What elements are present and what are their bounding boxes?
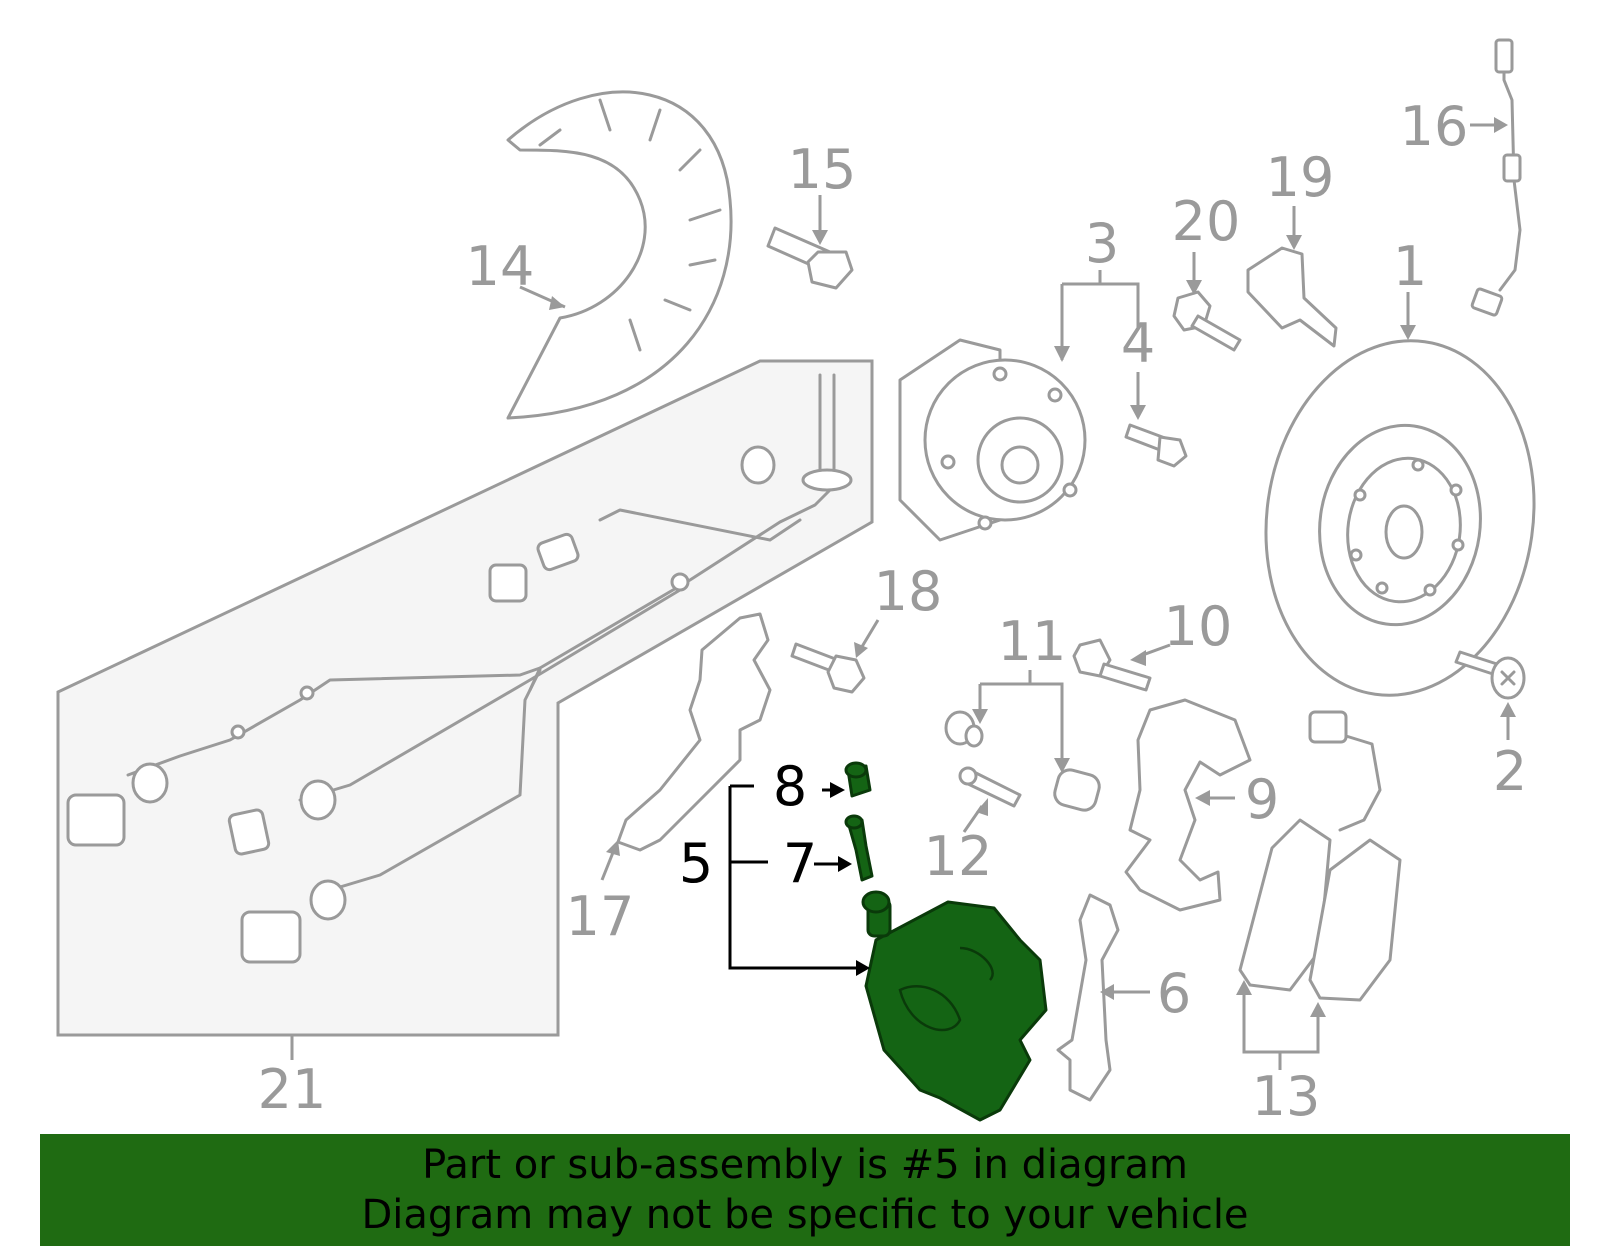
part-3-hub-bearing: 3 xyxy=(898,212,1140,542)
part-5-brake-caliper xyxy=(861,890,1048,1122)
callout-15: 15 xyxy=(788,138,857,201)
part-18-bolt: 18 xyxy=(790,560,943,694)
callout-7: 7 xyxy=(783,832,817,895)
part-2-screw: 2 xyxy=(1454,650,1527,803)
part-12-guide-pin: 12 xyxy=(924,766,1022,888)
notice-banner: Part or sub-assembly is #5 in diagram Di… xyxy=(40,1134,1570,1246)
part-21-wear-sensor-harness: 21 xyxy=(56,359,874,1121)
part-1-brake-rotor: 1 xyxy=(1264,235,1536,697)
part-17-bracket: 17 xyxy=(566,612,772,948)
callout-6: 6 xyxy=(1157,962,1191,1025)
callout-19: 19 xyxy=(1266,146,1335,209)
callout-5-leader: 5 8 7 xyxy=(679,755,870,976)
callout-2: 2 xyxy=(1493,740,1527,803)
banner-line-2: Diagram may not be specific to your vehi… xyxy=(361,1192,1249,1238)
callout-13: 13 xyxy=(1252,1065,1321,1128)
part-14-splash-shield: 14 xyxy=(466,90,733,420)
part-9-caliper-bracket: 9 xyxy=(1124,698,1279,912)
callout-20: 20 xyxy=(1172,190,1241,253)
callout-18: 18 xyxy=(874,560,943,623)
callout-8: 8 xyxy=(773,755,807,818)
callout-9: 9 xyxy=(1245,768,1279,831)
callout-10: 10 xyxy=(1164,595,1233,658)
part-20-bolt: 20 xyxy=(1172,190,1242,352)
part-13-brake-pads: 13 xyxy=(1236,710,1402,1128)
part-16-brake-hose: 16 xyxy=(1400,38,1522,317)
callout-14: 14 xyxy=(466,235,535,298)
callout-12: 12 xyxy=(924,825,993,888)
part-11-guide-pin-kit: 11 xyxy=(944,610,1101,812)
part-19-bracket: 19 xyxy=(1246,146,1338,348)
part-15-bolt: 15 xyxy=(766,138,857,290)
part-8-bleeder-cap xyxy=(844,761,872,798)
part-10-bolt: 10 xyxy=(1072,595,1233,692)
callout-3: 3 xyxy=(1085,212,1119,275)
callout-1: 1 xyxy=(1393,235,1427,298)
callout-11: 11 xyxy=(998,610,1067,673)
callout-5: 5 xyxy=(679,832,713,895)
banner-line-1: Part or sub-assembly is #5 in diagram xyxy=(422,1142,1188,1188)
callout-4: 4 xyxy=(1121,312,1155,375)
callout-17: 17 xyxy=(566,885,635,948)
part-7-bleeder-screw xyxy=(844,814,874,882)
part-6-anti-rattle-clip: 6 xyxy=(1056,893,1191,1102)
part-4-bolt: 4 xyxy=(1121,312,1188,468)
callout-16: 16 xyxy=(1400,95,1469,158)
callout-21: 21 xyxy=(258,1058,327,1121)
